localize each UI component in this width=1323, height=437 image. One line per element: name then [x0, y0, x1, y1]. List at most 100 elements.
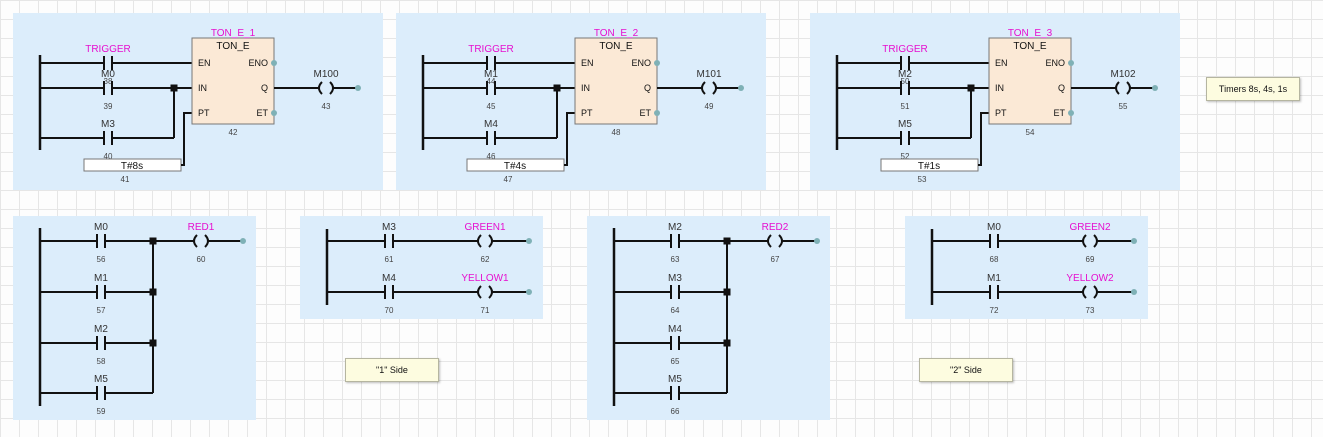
- contact-variable: M2: [94, 324, 108, 335]
- contact-variable: M3: [668, 273, 682, 284]
- fb-input-pin: PT: [995, 108, 1007, 118]
- contact-parallel[interactable]: M5 52: [898, 119, 912, 161]
- fb-output-pin: ET: [639, 108, 651, 118]
- junction-point: [723, 288, 731, 296]
- fb-input-pin: IN: [581, 83, 590, 93]
- coil-variable: M100: [313, 69, 338, 80]
- element-number: 70: [385, 306, 394, 315]
- et-pin-dot: [1068, 110, 1074, 116]
- coil-left-arc: [1115, 81, 1120, 95]
- coil-right-arc: [488, 234, 493, 248]
- coil-left-arc: [318, 81, 323, 95]
- junction-point: [170, 84, 178, 92]
- rung-end-dot: [355, 85, 361, 91]
- contact-variable: M1: [94, 273, 108, 284]
- fb-output-pin: Q: [1058, 83, 1065, 93]
- contact-1[interactable]: M3 64: [668, 273, 682, 315]
- contact-variable: M3: [101, 119, 115, 130]
- contact-variable: M4: [382, 273, 396, 284]
- element-number: 54: [1026, 128, 1035, 137]
- coil-right-arc: [488, 285, 493, 299]
- comment-side-1[interactable]: "1" Side: [345, 358, 439, 382]
- fb-input-pin: EN: [198, 58, 211, 68]
- contact-variable: TRIGGER: [85, 44, 131, 55]
- function-block-body: [988, 37, 1072, 125]
- contact-variable: M5: [898, 119, 912, 130]
- element-number: 56: [97, 255, 106, 264]
- comment-side-2[interactable]: "2" Side: [919, 358, 1013, 382]
- element-number: 42: [229, 128, 238, 137]
- coil-left-arc: [477, 234, 482, 248]
- coil-red[interactable]: RED1 60: [188, 222, 215, 264]
- comment-timers[interactable]: Timers 8s, 4s, 1s: [1206, 77, 1300, 101]
- contact-0[interactable]: M3 61: [382, 222, 396, 264]
- contact-variable: M5: [94, 374, 108, 385]
- fb-output-pin: ENO: [631, 58, 651, 68]
- element-number: 64: [671, 306, 680, 315]
- junction-point: [967, 84, 975, 92]
- contact-0[interactable]: M0 56: [94, 222, 108, 264]
- element-number: 58: [97, 357, 106, 366]
- function-block-type: TON_E: [599, 41, 632, 52]
- element-number: 52: [901, 152, 910, 161]
- contact-variable: M5: [668, 374, 682, 385]
- element-number: 60: [197, 255, 206, 264]
- constant-value: T#4s: [504, 161, 526, 172]
- coil-right-arc: [1093, 285, 1098, 299]
- element-number: 50: [901, 77, 910, 86]
- contact-variable: M0: [94, 222, 108, 233]
- coil-output[interactable]: M100 43: [313, 69, 338, 111]
- rung-end-dot: [738, 85, 744, 91]
- contact-variable: M1: [484, 69, 498, 80]
- element-number: 61: [385, 255, 394, 264]
- network-region-side-2: [905, 216, 1148, 319]
- rung-end-dot: [1131, 238, 1137, 244]
- coil-right-arc: [778, 234, 783, 248]
- fb-output-pin: ENO: [248, 58, 268, 68]
- rung-end-dot: [1131, 289, 1137, 295]
- element-number: 68: [990, 255, 999, 264]
- contact-1[interactable]: M4 70: [382, 273, 396, 315]
- coil-variable: RED1: [188, 222, 215, 233]
- coil-right-arc: [1126, 81, 1131, 95]
- element-number: 43: [322, 102, 331, 111]
- et-pin-dot: [271, 110, 277, 116]
- constant-value: T#1s: [918, 161, 940, 172]
- pt-wire: [564, 112, 575, 166]
- junction-point: [723, 339, 731, 347]
- coil-left-arc: [701, 81, 706, 95]
- contact-variable: M3: [382, 222, 396, 233]
- element-number: 44: [487, 77, 496, 86]
- contact-2[interactable]: M2 58: [94, 324, 108, 366]
